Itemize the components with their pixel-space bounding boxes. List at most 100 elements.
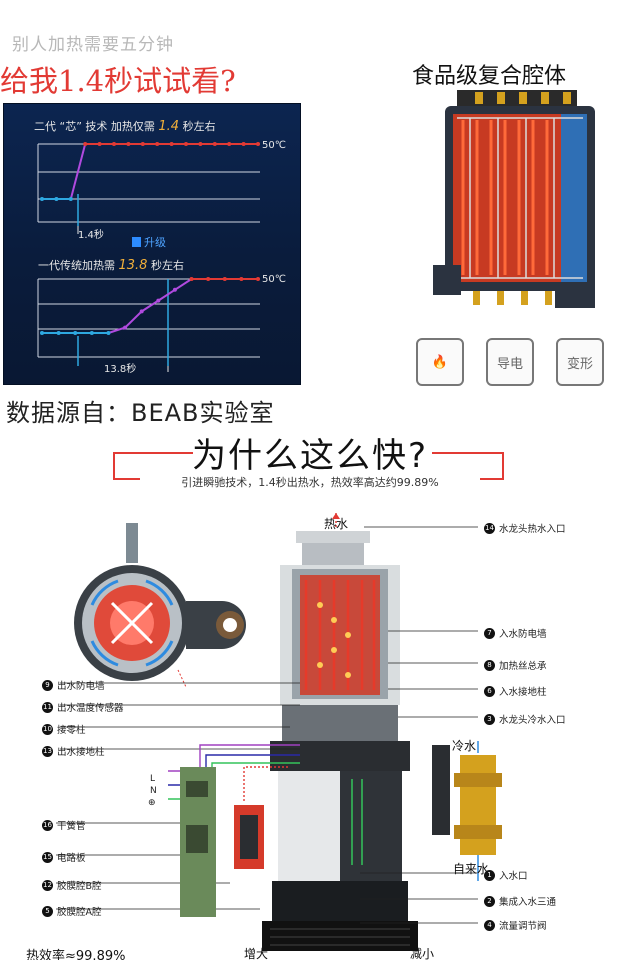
- label-neutral-post: 10 接零柱: [42, 722, 86, 736]
- chart-title-top-suffix: 秒左右: [182, 120, 216, 133]
- data-source-text: 数据源自：BEAB实验室: [6, 399, 275, 427]
- tap-water-label: 自来水: [453, 862, 490, 876]
- upgrade-icon: [132, 237, 141, 247]
- label-tee-text: 集成入水三通: [499, 897, 557, 908]
- label-neutral-post-text: 接零柱: [57, 725, 86, 736]
- series-point: [239, 277, 244, 281]
- series-point: [89, 331, 94, 335]
- label-cold-inlet-text: 水龙头冷水入口: [499, 715, 566, 726]
- label-inlet-ground-num: 6: [484, 685, 495, 697]
- series-point: [189, 277, 194, 281]
- series-point: [184, 142, 188, 146]
- series-segment: [174, 278, 193, 291]
- chart-title-top: 二代 “芯” 技术 加热仅需 1.4 秒左右: [34, 118, 216, 134]
- series-point: [156, 298, 161, 303]
- label-neutral-post-num: 10: [42, 723, 53, 735]
- series-point: [123, 325, 128, 330]
- no-deform-icon: 变形: [556, 338, 604, 386]
- label-flow-valve-num: 4: [484, 919, 495, 931]
- hot-water-label: 热水: [324, 517, 349, 531]
- series-point: [106, 331, 111, 335]
- series-point: [222, 277, 227, 281]
- chart-title-top-value: 1.4: [158, 119, 180, 134]
- series-point: [256, 277, 260, 281]
- structure-diagram-svg: [56, 513, 502, 951]
- label-water-inlet-num: 1: [484, 869, 495, 881]
- label-temp-sensor-text: 出水温度传感器: [57, 703, 124, 714]
- chart-title-bottom: 一代传统加热需 13.8 秒左右: [38, 257, 184, 273]
- label-chamber-b-num: 12: [42, 879, 53, 891]
- no-conduct-label: 导电: [496, 356, 523, 372]
- cold-water-label: 冷水: [452, 739, 477, 753]
- label-cold-inlet-num: 3: [484, 713, 495, 725]
- label-outlet-ground-text: 出水接地柱: [57, 747, 105, 758]
- label-hot-inlet-text: 水龙头热水入口: [499, 524, 566, 535]
- series-point: [155, 142, 160, 146]
- decrease-label: 减小: [410, 947, 435, 960]
- live-terminal-label: L: [150, 774, 156, 784]
- series-point: [68, 197, 73, 201]
- series-segment: [157, 288, 176, 302]
- label-cold-inlet: 3 水龙头冷水入口: [484, 712, 566, 726]
- bottom-temp-label: 50℃: [262, 274, 286, 285]
- label-chamber-a-text: 胶膜腔A腔: [57, 907, 102, 918]
- label-inlet-ground-text: 入水接地柱: [499, 687, 547, 698]
- bottom-chart-series: [40, 277, 260, 335]
- label-water-inlet-text: 入水口: [499, 871, 528, 882]
- no-fire-icon: 🔥: [416, 338, 464, 386]
- label-chamber-b-text: 胶膜腔B腔: [57, 881, 102, 892]
- series-point: [139, 309, 144, 314]
- subtitle-bracket-gap: [140, 478, 480, 484]
- section-title: 为什么这么快?: [191, 436, 429, 476]
- label-tee-num: 2: [484, 895, 495, 907]
- no-fire-glyph: 🔥: [431, 354, 449, 370]
- no-conduct-icon: 导电: [486, 338, 534, 386]
- label-tee: 2 集成入水三通: [484, 894, 556, 908]
- top-faint-text: 别人加热需要五分钟: [12, 35, 174, 55]
- series-point: [227, 142, 232, 146]
- efficiency-label: 热效率≈99.89%: [26, 949, 126, 960]
- series-segment: [141, 299, 159, 313]
- upgrade-text: 升级: [144, 236, 166, 249]
- series-point: [140, 142, 145, 146]
- top-time-label: 1.4秒: [78, 228, 104, 241]
- series-point: [97, 142, 102, 146]
- series-point: [212, 142, 217, 146]
- label-temp-sensor-num: 11: [42, 701, 53, 713]
- series-point: [56, 331, 61, 335]
- no-deform-label: 变形: [566, 356, 593, 372]
- series-point: [126, 142, 131, 146]
- label-water-inlet: 1 入水口: [484, 868, 528, 882]
- series-segment: [124, 310, 143, 329]
- series-point: [169, 142, 174, 146]
- series-point: [40, 197, 44, 201]
- chart-title-bottom-value: 13.8: [118, 258, 148, 273]
- top-headline: 给我1.4秒试试看?: [0, 64, 236, 98]
- ground-terminal-label: ⊕: [148, 798, 156, 808]
- chart-title-bottom-suffix: 秒左右: [150, 259, 184, 272]
- heater-core-image: [405, 90, 605, 315]
- label-inlet-ground: 6 入水接地柱: [484, 684, 547, 698]
- heating-comparison-chart: 50℃ 50℃ 1.4秒 13.8秒 二代 “芯” 技术 加热仅需 1.4 秒左…: [3, 103, 301, 385]
- label-reed-switch-text: 干簧管: [57, 821, 86, 832]
- series-point: [73, 331, 78, 335]
- label-chamber-a-num: 5: [42, 905, 53, 917]
- series-point: [241, 142, 246, 146]
- label-heating-wire-text: 加热丝总承: [499, 661, 547, 672]
- label-chamber-b: 12 胶膜腔B腔: [42, 878, 102, 892]
- series-point: [40, 331, 44, 335]
- top-temp-label: 50℃: [262, 140, 286, 151]
- series-point: [83, 142, 88, 146]
- label-reed-switch-num: 16: [42, 819, 53, 831]
- label-outlet-wall-num: 9: [42, 679, 53, 691]
- label-temp-sensor: 11 出水温度传感器: [42, 700, 124, 714]
- label-inlet-wall-text: 入水防电墙: [499, 629, 547, 640]
- top-chart-series: [40, 142, 260, 201]
